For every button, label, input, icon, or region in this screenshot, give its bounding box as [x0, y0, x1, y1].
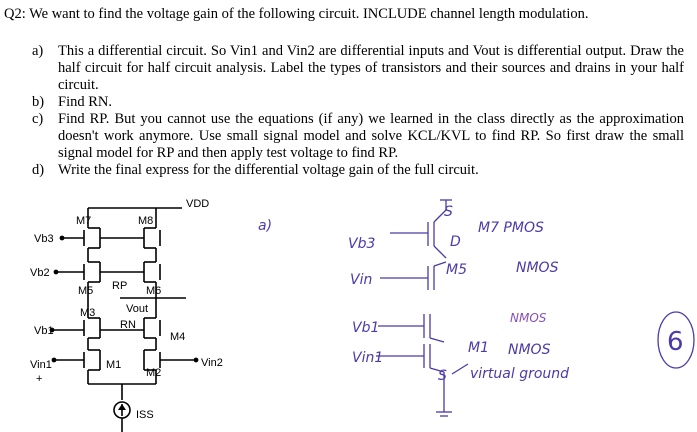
- m2-label: M2: [146, 367, 161, 379]
- hw-vb1: Vb1: [352, 320, 379, 336]
- rp-label: RP: [112, 280, 127, 292]
- item-text: This a differential circuit. So Vin1 and…: [58, 43, 684, 93]
- hw-vin1: Vin1: [352, 350, 383, 366]
- item-marker: a): [32, 43, 44, 59]
- vin1-label: Vin1: [30, 359, 52, 371]
- sub-question-list: a) This a differential circuit. So Vin1 …: [32, 43, 684, 179]
- vin2-label: Vin2: [201, 357, 223, 369]
- m3-label: M3: [80, 307, 95, 319]
- item-text: Find RP. But you cannot use the equation…: [58, 111, 684, 161]
- vdd-label: VDD: [186, 198, 209, 210]
- question-title: Q2: We want to find the voltage gain of …: [4, 6, 589, 22]
- vout-label: Vout: [126, 303, 148, 315]
- m1-label: M1: [106, 359, 121, 371]
- sub-question-a: a) This a differential circuit. So Vin1 …: [32, 43, 684, 94]
- item-marker: c): [32, 111, 44, 127]
- hw-vin: Vin: [350, 272, 372, 288]
- item-text: Find RN.: [58, 94, 112, 110]
- sub-question-b: b) Find RN.: [32, 94, 684, 111]
- m4-label: M4: [170, 331, 185, 343]
- hw-nmos-bot: NMOS: [508, 342, 551, 358]
- hw-part-a: a): [258, 218, 272, 234]
- m7-label: M7: [76, 215, 91, 227]
- hw-virtual-ground: virtual ground: [470, 366, 569, 382]
- item-marker: b): [32, 94, 45, 110]
- sub-question-d: d) Write the final express for the diffe…: [32, 162, 684, 179]
- iss-label: ISS: [136, 409, 154, 421]
- m6-label: M6: [146, 285, 161, 297]
- vb3-label: Vb3: [34, 233, 54, 245]
- plus-label: +: [36, 373, 42, 385]
- hw-vb3: Vb3: [348, 236, 375, 252]
- m8-label: M8: [138, 215, 153, 227]
- vb1-label: Vb1: [34, 325, 54, 337]
- hw-m5: M5: [446, 262, 467, 278]
- m5-label: M5: [78, 285, 93, 297]
- item-marker: d): [32, 162, 45, 178]
- hw-s-marker: S: [438, 368, 447, 384]
- hw-source-marker: S: [444, 204, 453, 220]
- item-text: Write the final express for the differen…: [58, 162, 479, 178]
- vb2-label: Vb2: [30, 267, 50, 279]
- hw-nmos-mid: NMOS: [510, 311, 547, 325]
- hw-m1: M1: [468, 340, 489, 356]
- hw-m7-pmos: M7 PMOS: [478, 220, 544, 236]
- hw-d-marker: D: [450, 234, 461, 250]
- hw-nmos-top: NMOS: [516, 260, 559, 276]
- rn-label: RN: [120, 319, 136, 331]
- hw-score: 6: [667, 327, 684, 357]
- sub-question-c: c) Find RP. But you cannot use the equat…: [32, 111, 684, 162]
